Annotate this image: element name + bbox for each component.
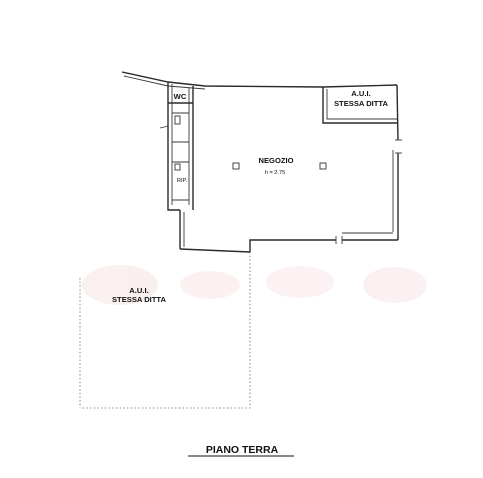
aui-top-line1: A.U.I.	[351, 89, 370, 98]
negozio-height-label: h = 2.75	[265, 170, 285, 176]
rip-label: RIP.	[177, 178, 188, 184]
floor-title: PIANO TERRA	[206, 444, 279, 456]
aui-room-top	[322, 87, 397, 124]
openings	[159, 125, 402, 244]
aui-top-line2: STESSA DITTA	[334, 99, 389, 108]
pillars	[232, 162, 327, 170]
watermark	[82, 265, 427, 305]
aui-left-line1: A.U.I.	[129, 286, 148, 295]
negozio-label: NEGOZIO	[258, 156, 293, 165]
building-outline	[121, 71, 399, 253]
aui-left-line2: STESSA DITTA	[112, 295, 167, 304]
wc-label: WC	[174, 92, 187, 101]
footer: PIANO TERRA	[188, 444, 294, 457]
aui-room-left	[79, 252, 251, 409]
room-labels: WC RIP. NEGOZIO h = 2.75 A.U.I. STESSA D…	[112, 89, 389, 304]
service-block	[167, 82, 194, 211]
